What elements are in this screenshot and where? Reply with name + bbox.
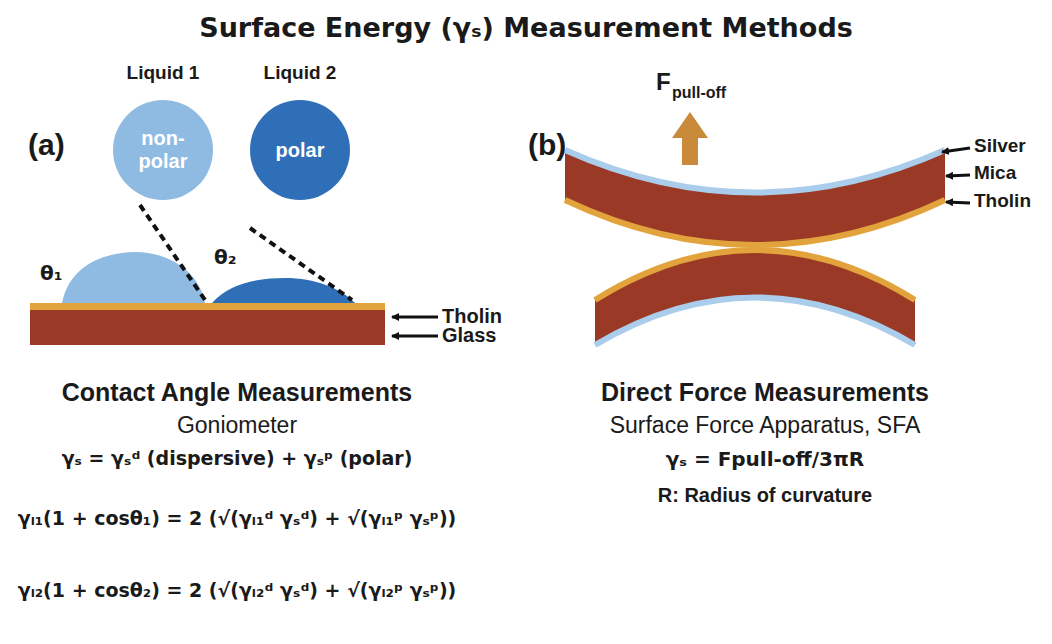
force-subscript: pull-off [672,84,726,102]
liquid-circle: Liquid 2polar [250,100,350,200]
panel-letter: (a) [28,128,65,163]
lower-plate [595,250,915,345]
node-text: non-polar [123,127,203,173]
equation: γₛ = Fpull-off/3πR [666,448,865,471]
leader-arrow [946,202,970,203]
equation: γₛ = γₛᵈ (dispersive) + γₛᵖ (polar) [62,448,413,470]
force-label: F [656,68,671,96]
layer-label: Tholin [974,190,1031,212]
pull-off-arrow [672,112,708,165]
leader-arrow [942,148,970,152]
polar-drop [212,278,355,303]
tholin-layer [30,303,385,310]
angle-label: θ₁ [40,262,63,285]
nonpolar-drop [62,252,205,303]
liquid-circle: Liquid 1non-polar [113,100,213,200]
equation: γₗ₁(1 + cosθ₁) = 2 (√(γₗ₁ᵈ γₛᵈ) + √(γₗ₁ᵖ… [18,508,457,530]
layer-label: Mica [974,162,1016,184]
panel-letter: (b) [528,128,566,163]
leader-arrow [392,335,438,338]
equation: γₗ₂(1 + cosθ₂) = 2 (√(γₗ₂ᵈ γₛᵈ) + √(γₗ₂ᵖ… [18,580,457,602]
method-name: Surface Force Apparatus, SFA [610,412,921,438]
title: Surface Energy (γₛ) Measurement Methods [199,12,853,43]
leader-arrow [946,175,970,176]
node-heading: Liquid 1 [127,62,200,84]
upper-plate [565,150,945,245]
layer-label: Glass [442,324,496,347]
tangent-line [140,205,205,300]
glass-slab [30,309,385,345]
section-heading: Contact Angle Measurements [62,378,413,407]
section-heading: Direct Force Measurements [601,378,929,407]
method-name: Goniometer [177,412,297,438]
node-heading: Liquid 2 [264,62,337,84]
tangent-line [250,228,352,300]
node-text: polar [260,139,340,162]
angle-label: θ₂ [214,246,237,269]
leader-arrow [392,316,438,319]
definition: R: Radius of curvature [658,484,872,507]
layer-label: Silver [974,135,1026,157]
